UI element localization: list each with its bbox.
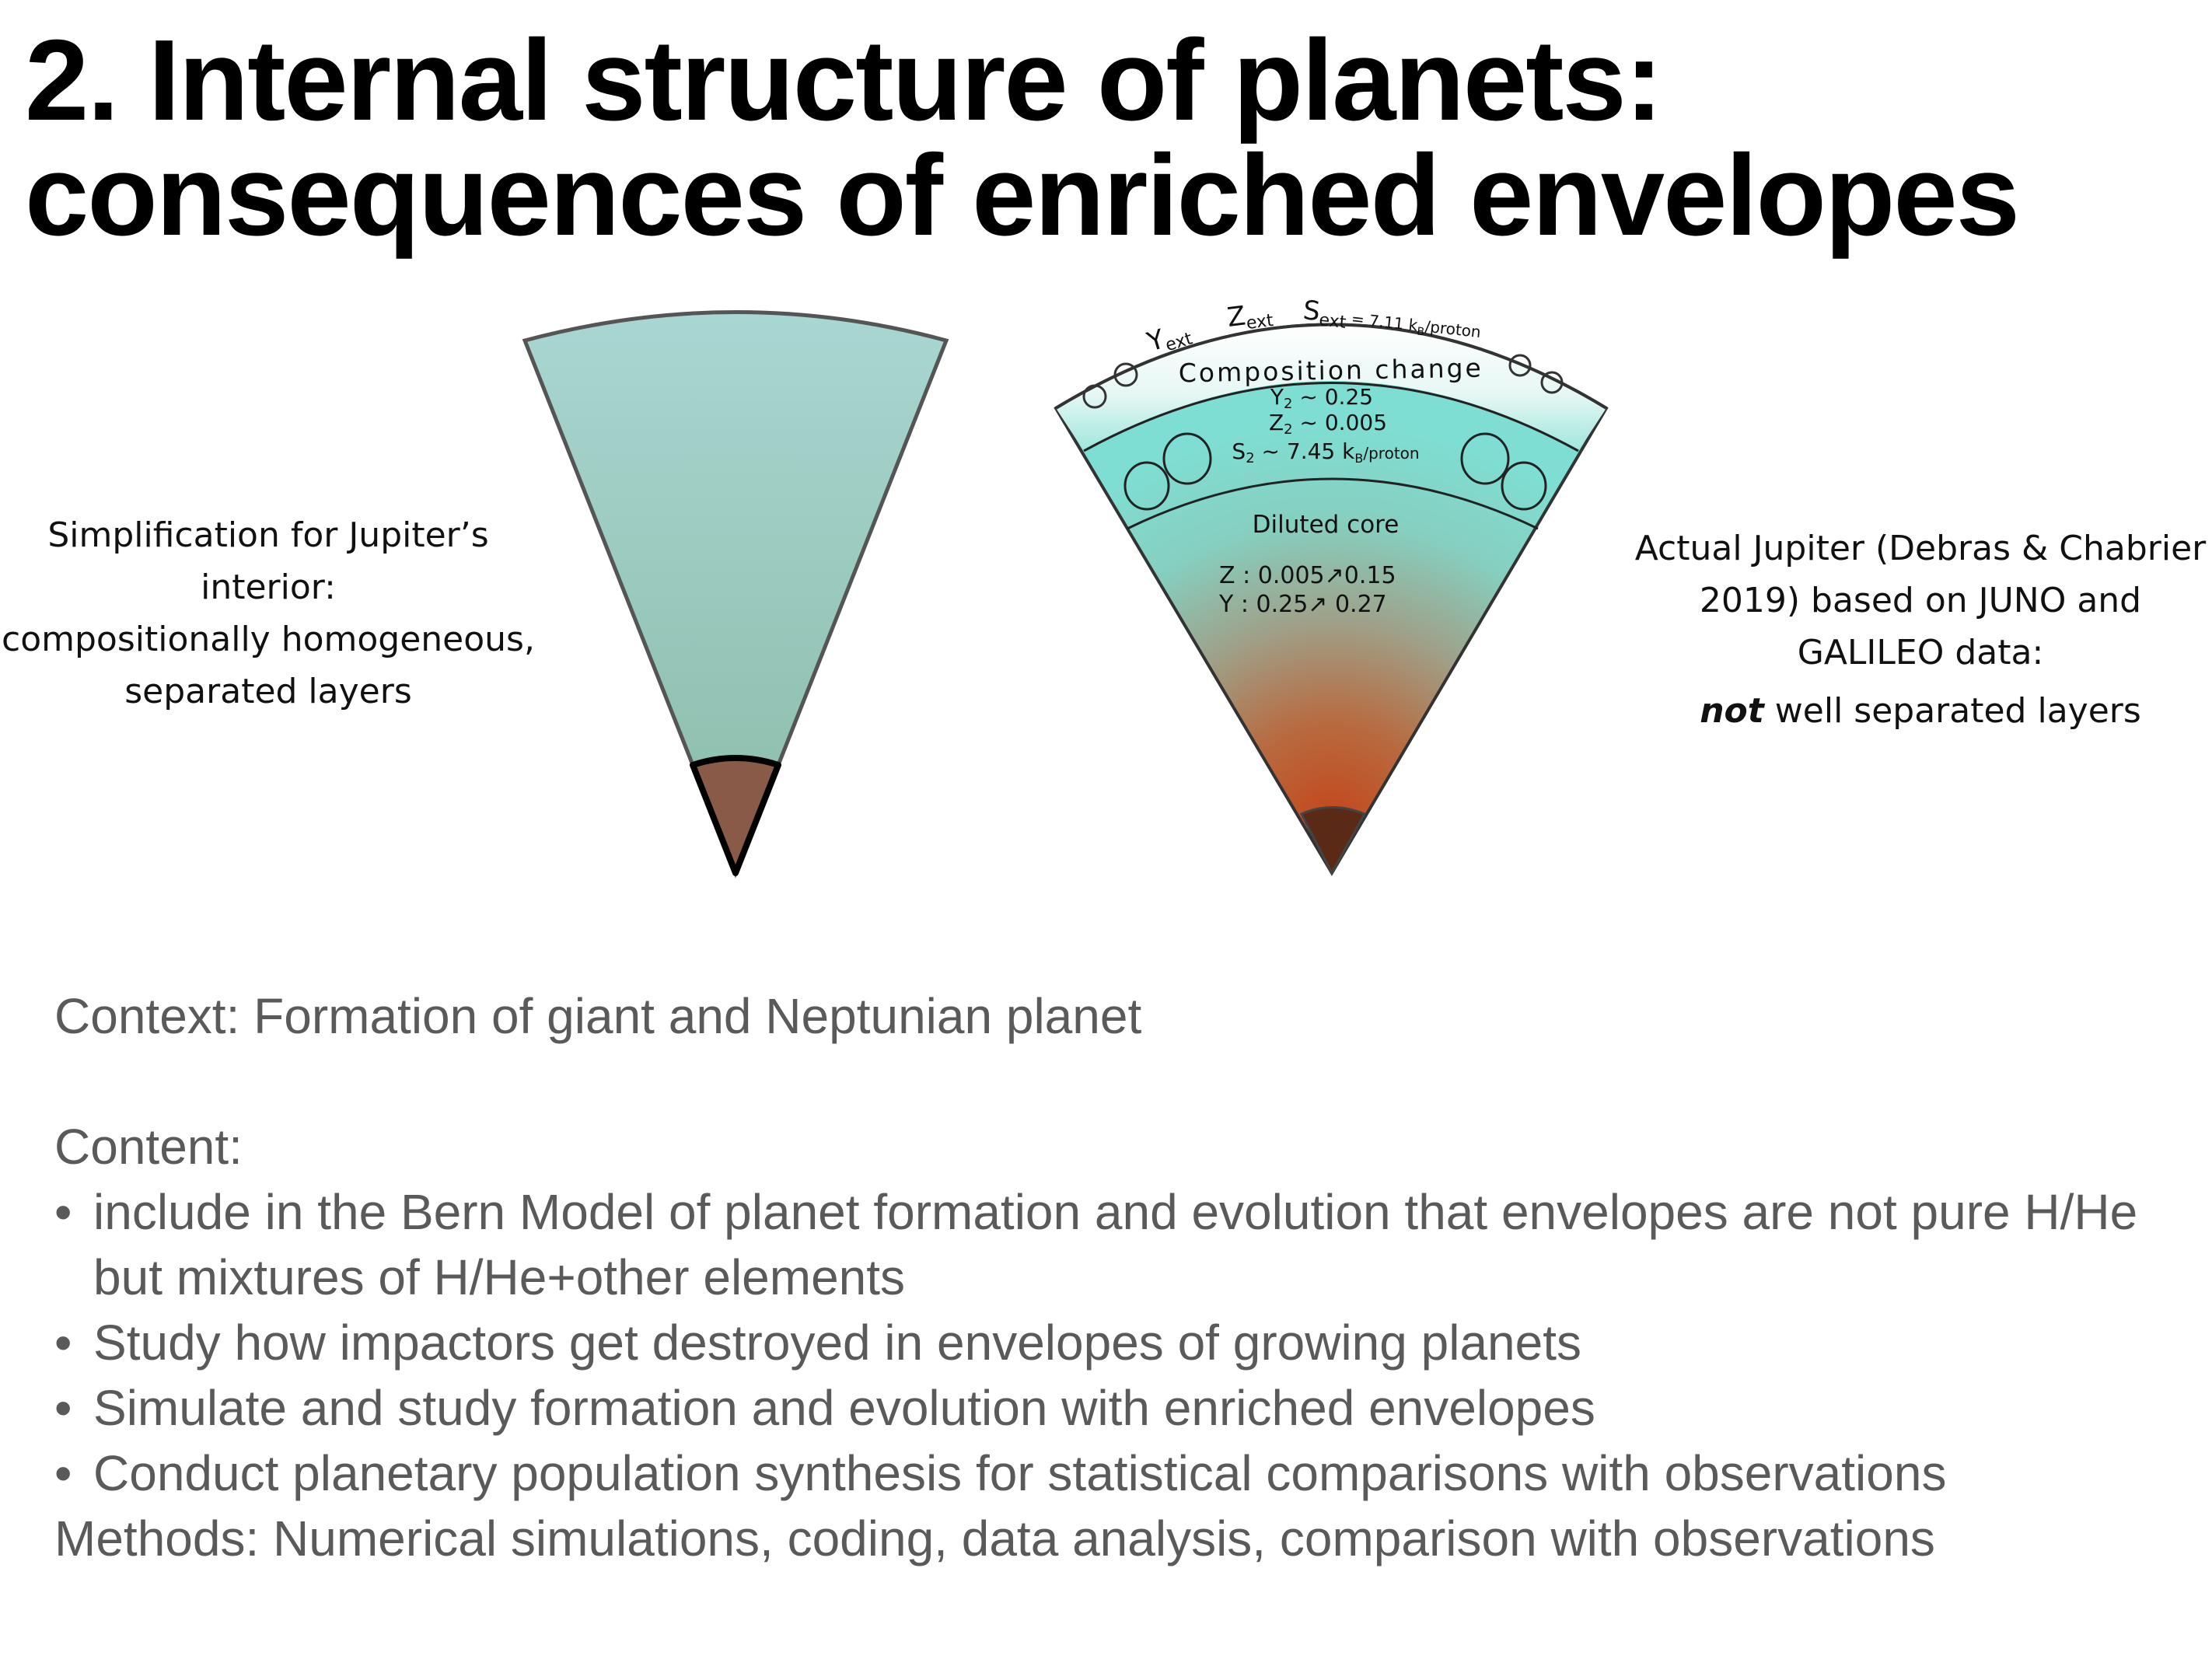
planet-structure-diagrams: Yext Zext Sext = 7.11 kB/proton Composit… [522, 295, 1609, 878]
methods-line: Methods: Numerical simulations, coding, … [54, 1511, 1935, 1566]
content-bullet-list: include in the Bern Model of planet form… [54, 1179, 2185, 1506]
convection-swirls-layer2 [1123, 432, 1547, 511]
right-outer-band [1056, 324, 1606, 451]
bullet-item: Simulate and study formation and evoluti… [54, 1375, 2185, 1441]
bullet-item: include in the Bern Model of planet form… [54, 1179, 2185, 1310]
slide-title: 2. Internal structure of planets: conseq… [25, 23, 2186, 253]
right-caption-line-1: Actual Jupiter (Debras & Chabrier [1634, 529, 2207, 568]
label-core-z: Z : 0.005↗0.15 [1219, 562, 1396, 589]
right-planet-wedge: Yext Zext Sext = 7.11 kB/proton Composit… [1054, 295, 1609, 876]
left-caption-line-4: separated layers [124, 672, 412, 711]
right-caption-line-3: GALILEO data: [1797, 633, 2044, 672]
right-caption-line-4-rest: well separated layers [1763, 691, 2141, 731]
left-envelope [522, 310, 949, 878]
label-composition-change: Composition change [1178, 353, 1483, 389]
label-z2: Z2 ~ 0.005 [1269, 410, 1387, 438]
label-core-y: Y : 0.25↗ 0.27 [1218, 591, 1387, 618]
left-caption-line-1: Simplification for Jupiter’s [47, 515, 489, 555]
context-line: Context: Formation of giant and Neptunia… [54, 988, 1142, 1044]
bullet-item: Conduct planetary population synthesis f… [54, 1441, 2185, 1506]
boundary-composition [1083, 382, 1579, 452]
left-caption-line-2: interior: [201, 568, 336, 607]
left-planet-wedge [522, 310, 949, 878]
label-s2: S2 ~ 7.45 kB/proton [1232, 438, 1419, 466]
right-caption-line-2: 2019) based on JUNO and [1699, 581, 2142, 620]
label-y2: Y2 ~ 0.25 [1270, 384, 1373, 412]
left-figure-caption: Simplification for Jupiter’s interior: c… [0, 509, 536, 718]
left-core [690, 755, 781, 876]
right-figure-caption: Actual Jupiter (Debras & Chabrier 2019) … [1617, 522, 2212, 737]
bullet-item: Study how impactors get destroyed in env… [54, 1310, 2185, 1375]
label-diluted-core: Diluted core [1253, 511, 1400, 539]
left-caption-line-3: compositionally homogeneous, [2, 620, 535, 659]
right-caption-line-4: not well separated layers [1617, 685, 2212, 737]
slide-body: Context: Formation of giant and Neptunia… [54, 983, 2185, 1571]
boundary-layer2 [1127, 477, 1539, 530]
title-line-2: consequences of enriched envelopes [25, 131, 2020, 260]
content-heading: Content: [54, 1119, 243, 1175]
right-caption-emphasis: not [1700, 691, 1764, 731]
right-inner-core [1299, 806, 1367, 876]
title-line-1: 2. Internal structure of planets: [25, 16, 1663, 145]
convection-swirls-outer [1082, 354, 1564, 409]
label-z-ext: Zext [1225, 297, 1274, 336]
